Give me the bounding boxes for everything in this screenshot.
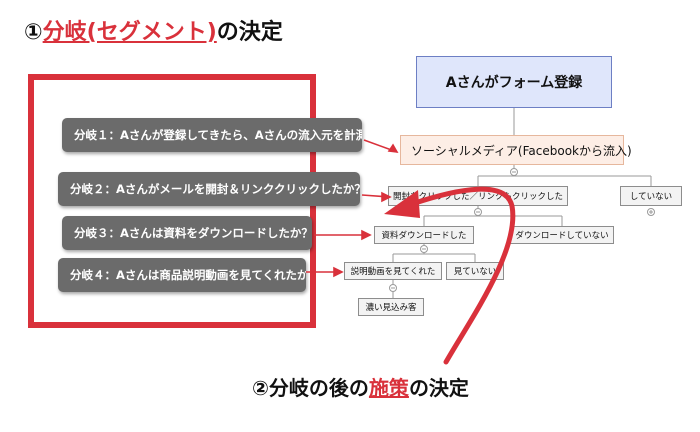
collapse-toggle-icon[interactable] xyxy=(474,208,482,216)
flow-node-downloaded: 資料ダウンロードした xyxy=(374,226,474,244)
heading-accent: 分岐(セグメント) xyxy=(42,20,217,45)
pointer-arrowhead-4 xyxy=(333,266,344,278)
heading-segment-decision: ①分岐(セグメント)の決定 xyxy=(24,14,283,46)
flow-node-watched: 説明動画を見てくれた xyxy=(344,262,442,280)
collapse-toggle-icon[interactable] xyxy=(420,245,428,253)
pointer-arrowhead-1 xyxy=(387,143,399,153)
heading-accent: 施策 xyxy=(368,376,409,400)
heading-action-decision: ②分岐の後の施策の決定 xyxy=(252,372,469,401)
heading-suffix: の決定 xyxy=(216,20,283,45)
branch-pointer-arrows xyxy=(306,139,399,278)
action-arrow xyxy=(384,186,516,365)
flow-root-node: Aさんがフォーム登録 xyxy=(416,56,612,108)
branch-label-3: 分岐３：Aさんは資料をダウンロードしたか？ xyxy=(62,216,312,250)
branch-label-4: 分岐４：Aさんは商品説明動画を見てくれたか xyxy=(58,258,306,292)
flow-node-not-opened: していない xyxy=(620,186,682,206)
action-arrow-curve xyxy=(409,186,516,365)
collapse-toggle-icon[interactable] xyxy=(510,168,518,176)
flow-node-hot-lead: 濃い見込み客 xyxy=(358,298,424,316)
action-arrowhead xyxy=(384,190,420,218)
pointer-arrowhead-2 xyxy=(381,191,392,203)
heading-prefix: ②分岐の後の xyxy=(252,376,369,400)
flow-source-node: ソーシャルメディア(Facebookから流入) xyxy=(400,135,632,165)
pointer-arrowhead-3 xyxy=(361,229,372,241)
tree-connectors xyxy=(392,108,652,298)
collapse-toggle-icon[interactable] xyxy=(389,284,397,292)
heading-prefix: ① xyxy=(24,20,43,45)
expand-toggle-icon[interactable] xyxy=(647,208,655,216)
heading-suffix: の決定 xyxy=(408,376,469,400)
flow-node-not-downloaded: ダウンロードしていない xyxy=(510,226,614,244)
flow-node-not-watched: 見ていない xyxy=(446,262,504,280)
collapse-toggles xyxy=(389,168,655,292)
branch-label-1: 分岐１：Aさんが登録してきたら、Aさんの流入元を計測 xyxy=(62,118,362,152)
branch-label-2: 分岐２：Aさんがメールを開封＆リンククリックしたか？ xyxy=(58,172,360,206)
